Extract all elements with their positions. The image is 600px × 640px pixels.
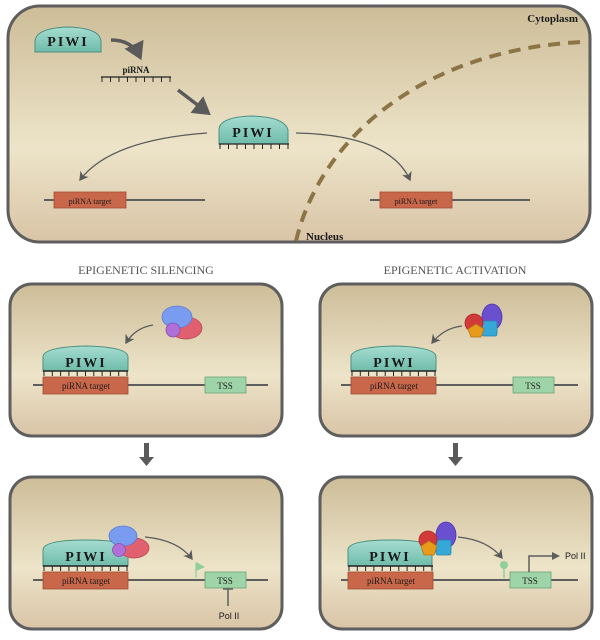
pirna-duplex [43, 370, 128, 376]
activating-complex [418, 521, 457, 556]
piwi-label: PIWI [232, 126, 273, 141]
silencing-before-panel: PIWI piRNA target TSS [8, 282, 284, 438]
piwi-protein: PIWI [347, 539, 433, 567]
pirna-target-box [53, 191, 127, 209]
section-title-silencing: EPIGENETIC SILENCING [78, 263, 214, 277]
pirna-target-box [42, 571, 129, 590]
tss-label: TSS [525, 381, 541, 391]
silencing-complex [108, 525, 150, 559]
piwi-protein: PIWI [42, 539, 129, 567]
pirna-target-box [347, 571, 434, 590]
pirna-target-label: piRNA target [62, 381, 111, 391]
activating-complex [464, 303, 503, 338]
pirna-target-label: piRNA target [367, 576, 416, 586]
tss-box [509, 571, 552, 589]
recruitment-arrow [125, 324, 154, 345]
pirna-target-label: piRNA target [69, 197, 113, 206]
modification-arrow [457, 536, 503, 560]
down-arrow-silencing [139, 443, 154, 466]
cytoplasm-label: Cytoplasm [527, 13, 578, 25]
pol-ii-label: Pol II [219, 611, 240, 621]
arrow-to-target-left [79, 132, 208, 182]
piwi-label: PIWI [373, 356, 414, 371]
pirna-target-box [379, 191, 453, 209]
pirna-target-label: piRNA target [370, 381, 419, 391]
assembly-arrow [176, 88, 211, 116]
dna-right: piRNA target [370, 191, 530, 209]
piwi-label: PIWI [65, 550, 106, 565]
down-arrow-activation [448, 443, 463, 466]
pirna-target-label: piRNA target [62, 576, 111, 586]
activation-after-panel: PIWI piRNA target TSS Pol II [318, 475, 594, 631]
pirna-target-box [350, 376, 437, 395]
section-title-activation: EPIGENETIC ACTIVATION [384, 263, 527, 277]
pirna-strand: piRNA [101, 65, 171, 82]
piwi-label: PIWI [369, 550, 410, 565]
pirna-duplex [348, 565, 433, 571]
pol-ii-label: Pol II [565, 551, 586, 561]
pol-ii-blocked-icon [223, 588, 233, 606]
activation-before-panel: PIWI piRNA target TSS [318, 282, 594, 438]
piwi-label: PIWI [47, 35, 88, 50]
pirna-label: piRNA [122, 65, 150, 75]
pirna-target-label: piRNA target [395, 197, 439, 206]
tss-box [204, 376, 247, 394]
piwi-label: PIWI [65, 356, 106, 371]
modification-arrow [144, 536, 193, 561]
top-panel: Cytoplasm Nucleus PIWI piRNA PIWI [6, 4, 592, 244]
loading-arrow [110, 38, 144, 61]
nuclear-membrane [294, 40, 583, 242]
piwi-pirna-complex: PIWI [218, 115, 289, 149]
silencing-after-panel: PIWI piRNA target TSS Pol II [8, 475, 284, 631]
nucleus-label: Nucleus [306, 231, 344, 243]
tss-box [204, 571, 247, 589]
pol-ii-transcription-arrow [528, 552, 560, 572]
tss-label: TSS [522, 576, 538, 586]
tss-label: TSS [217, 576, 233, 586]
pirna-target-box [42, 376, 129, 395]
piwi-protein: PIWI [42, 345, 129, 372]
tss-label: TSS [217, 381, 233, 391]
piwi-protein-free: PIWI [34, 26, 102, 53]
activating-mark-lollipop [500, 561, 508, 578]
arrow-to-target-right [295, 132, 412, 182]
silencing-complex [161, 305, 203, 340]
repressive-mark-flag [195, 562, 205, 578]
tss-box [512, 376, 555, 394]
pirna-duplex [351, 370, 436, 376]
recruitment-arrow [431, 325, 463, 345]
pirna-duplex [43, 565, 128, 571]
dna-left: piRNA target [44, 191, 205, 209]
piwi-protein: PIWI [350, 345, 437, 372]
cell-panel [6, 4, 592, 244]
